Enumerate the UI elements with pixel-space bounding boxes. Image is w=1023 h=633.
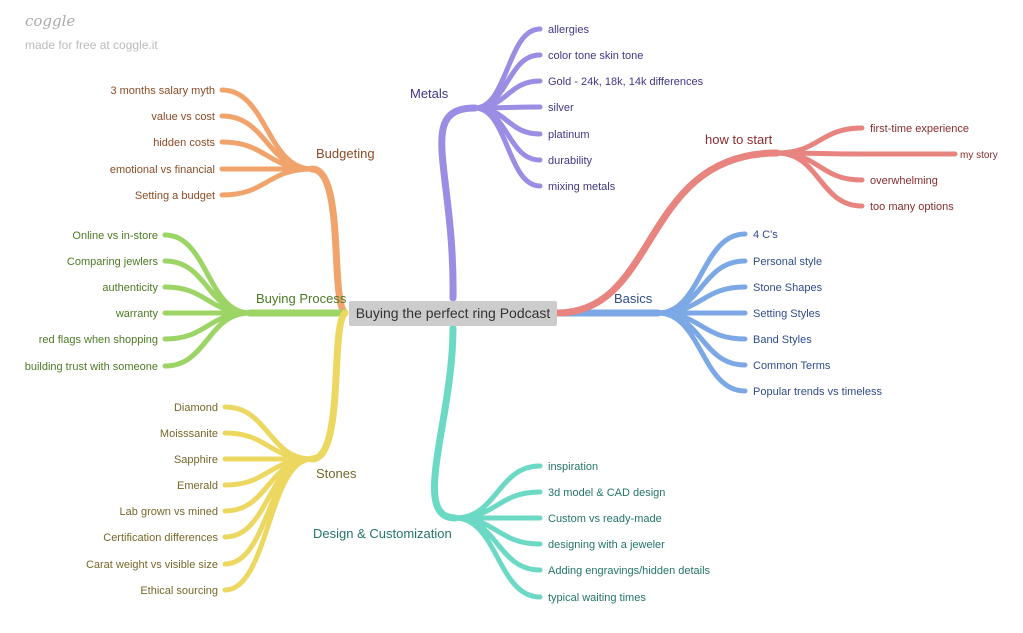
design-child-node[interactable]: Adding engravings/hidden details	[548, 565, 711, 577]
budgeting-child-node[interactable]: Setting a budget	[135, 190, 215, 202]
metals-branch-label[interactable]: Metals	[410, 86, 449, 101]
metals-child-node[interactable]: durability	[548, 155, 593, 167]
basics-child-node[interactable]: Personal style	[753, 256, 822, 268]
budgeting-child-node[interactable]: hidden costs	[153, 137, 215, 149]
how-to-start-branch-label[interactable]: how to start	[705, 132, 773, 147]
root-node-label: Buying the perfect ring Podcast	[356, 305, 551, 321]
stones-child-node[interactable]: Carat weight vs visible size	[86, 559, 218, 571]
design-stem	[431, 324, 459, 522]
metals-child-node[interactable]: silver	[548, 102, 574, 114]
buying-process-child-link	[162, 310, 253, 369]
basics-child-link	[655, 310, 748, 394]
metals-child-link	[472, 105, 543, 189]
stones-child-node[interactable]: Sapphire	[174, 454, 218, 466]
stones-child-node[interactable]: Ethical sourcing	[140, 585, 218, 597]
design-child-link	[452, 515, 543, 600]
basics-child-node[interactable]: Popular trends vs timeless	[753, 386, 882, 398]
how-to-start-child-link	[774, 150, 958, 157]
design-child-node[interactable]: Custom vs ready-made	[548, 513, 662, 525]
metals-child-node[interactable]: color tone skin tone	[548, 50, 643, 62]
coggle-logo: coggle	[25, 12, 76, 30]
budgeting-child-node[interactable]: value vs cost	[151, 111, 215, 123]
buying-process-child-node[interactable]: warranty	[115, 308, 159, 320]
basics-branch-label[interactable]: Basics	[614, 291, 653, 306]
branch-links	[162, 26, 958, 600]
budgeting-child-link	[219, 166, 315, 198]
basics-child-node[interactable]: Common Terms	[753, 360, 831, 372]
design-child-node[interactable]: inspiration	[548, 461, 598, 473]
metals-child-node[interactable]: allergies	[548, 24, 589, 36]
basics-child-node[interactable]: Setting Styles	[753, 308, 821, 320]
buying-process-child-node[interactable]: authenticity	[102, 282, 158, 294]
metals-child-node[interactable]: mixing metals	[548, 181, 616, 193]
basics-child-node[interactable]: 4 C's	[753, 229, 778, 241]
how-to-start-child-node[interactable]: too many options	[870, 201, 954, 213]
metals-stem	[438, 104, 479, 302]
budgeting-child-node[interactable]: 3 months salary myth	[110, 85, 215, 97]
coggle-tagline[interactable]: made for free at coggle.it	[25, 38, 158, 52]
design-child-node[interactable]: 3d model & CAD design	[548, 487, 665, 499]
buying-process-child-node[interactable]: building trust with someone	[25, 361, 158, 373]
buying-process-child-node[interactable]: Online vs in-store	[72, 230, 158, 242]
stones-child-link	[222, 456, 315, 593]
budgeting-child-node[interactable]: emotional vs financial	[110, 164, 215, 176]
how-to-start-stem	[553, 149, 781, 317]
metals-child-node[interactable]: Gold - 24k, 18k, 14k differences	[548, 76, 704, 88]
metals-child-node[interactable]: platinum	[548, 129, 590, 141]
basics-child-node[interactable]: Band Styles	[753, 334, 812, 346]
stones-branch-label[interactable]: Stones	[316, 466, 357, 481]
design-child-node[interactable]: typical waiting times	[548, 592, 646, 604]
buying-process-branch-label[interactable]: Buying Process	[256, 291, 347, 306]
budgeting-branch-label[interactable]: Budgeting	[316, 146, 375, 161]
how-to-start-child-link	[774, 150, 865, 209]
root-node-box[interactable]	[349, 301, 557, 326]
how-to-start-child-node[interactable]: overwhelming	[870, 175, 938, 187]
basics-child-node[interactable]: Stone Shapes	[753, 282, 823, 294]
design-child-node[interactable]: designing with a jeweler	[548, 539, 665, 551]
root-node[interactable]: Buying the perfect ring Podcast	[349, 301, 557, 326]
budgeting-stem	[308, 165, 349, 317]
buying-process-child-node[interactable]: red flags when shopping	[39, 334, 158, 346]
stones-child-node[interactable]: Moisssanite	[160, 428, 218, 440]
how-to-start-child-node[interactable]: first-time experience	[870, 123, 969, 135]
how-to-start-child-link	[774, 125, 865, 156]
stones-child-node[interactable]: Certification differences	[103, 532, 218, 544]
how-to-start-child-node[interactable]: my story	[960, 150, 998, 161]
stones-child-node[interactable]: Lab grown vs mined	[120, 506, 218, 518]
stones-child-node[interactable]: Diamond	[174, 402, 218, 414]
stones-child-node[interactable]: Emerald	[177, 480, 218, 492]
buying-process-child-node[interactable]: Comparing jewlers	[67, 256, 159, 268]
node-labels: Metals allergies color tone skin toneGold …	[25, 24, 998, 604]
design-branch-label[interactable]: Design & Customization	[313, 526, 452, 541]
stones-stem	[308, 309, 349, 463]
